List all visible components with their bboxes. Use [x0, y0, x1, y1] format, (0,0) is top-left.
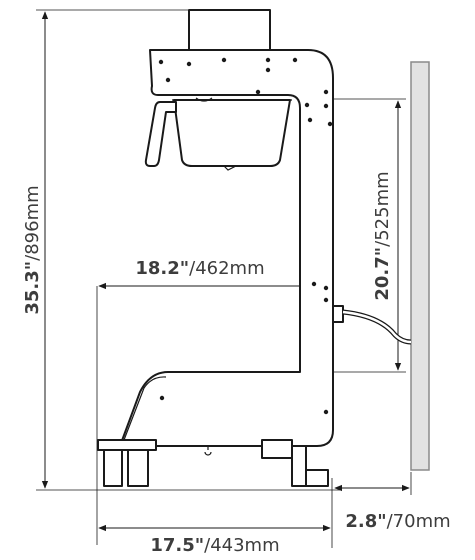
- front-foot-plate: [97, 439, 157, 451]
- base-depth-label: 17.5"/443mm: [150, 535, 279, 556]
- spray-head: [195, 97, 213, 102]
- wall-clearance-dimension: 2.8"/70mm: [334, 472, 451, 532]
- brew-basket: [173, 99, 291, 167]
- base-depth-dimension: 17.5"/443mm: [98, 478, 333, 556]
- upper-depth-dimension: 18.2"/462mm: [96, 258, 331, 545]
- power-cord: [342, 309, 412, 345]
- machine-body: [119, 49, 334, 447]
- rear-foot-left: [291, 445, 307, 487]
- rear-foot-right: [305, 469, 329, 487]
- basket-handle: [144, 101, 177, 167]
- brew-height-dimension: 20.7"/525mm: [300, 98, 406, 373]
- rear-foot-plate: [261, 439, 293, 459]
- upper-depth-label: 18.2"/462mm: [135, 258, 264, 279]
- total-height-label: 35.3"/896mm: [22, 185, 43, 314]
- total-height-dimension: 35.3"/896mm: [22, 9, 340, 491]
- brewer-machine: [97, 9, 412, 487]
- front-foot-left: [103, 449, 123, 487]
- front-foot-right: [127, 449, 149, 487]
- power-connector: [332, 305, 344, 323]
- wall-clearance-label: 2.8"/70mm: [345, 511, 450, 532]
- top-hopper: [188, 9, 271, 53]
- wall: [410, 61, 430, 471]
- base-curve-detail: [123, 376, 167, 441]
- brew-height-label: 20.7"/525mm: [372, 171, 393, 300]
